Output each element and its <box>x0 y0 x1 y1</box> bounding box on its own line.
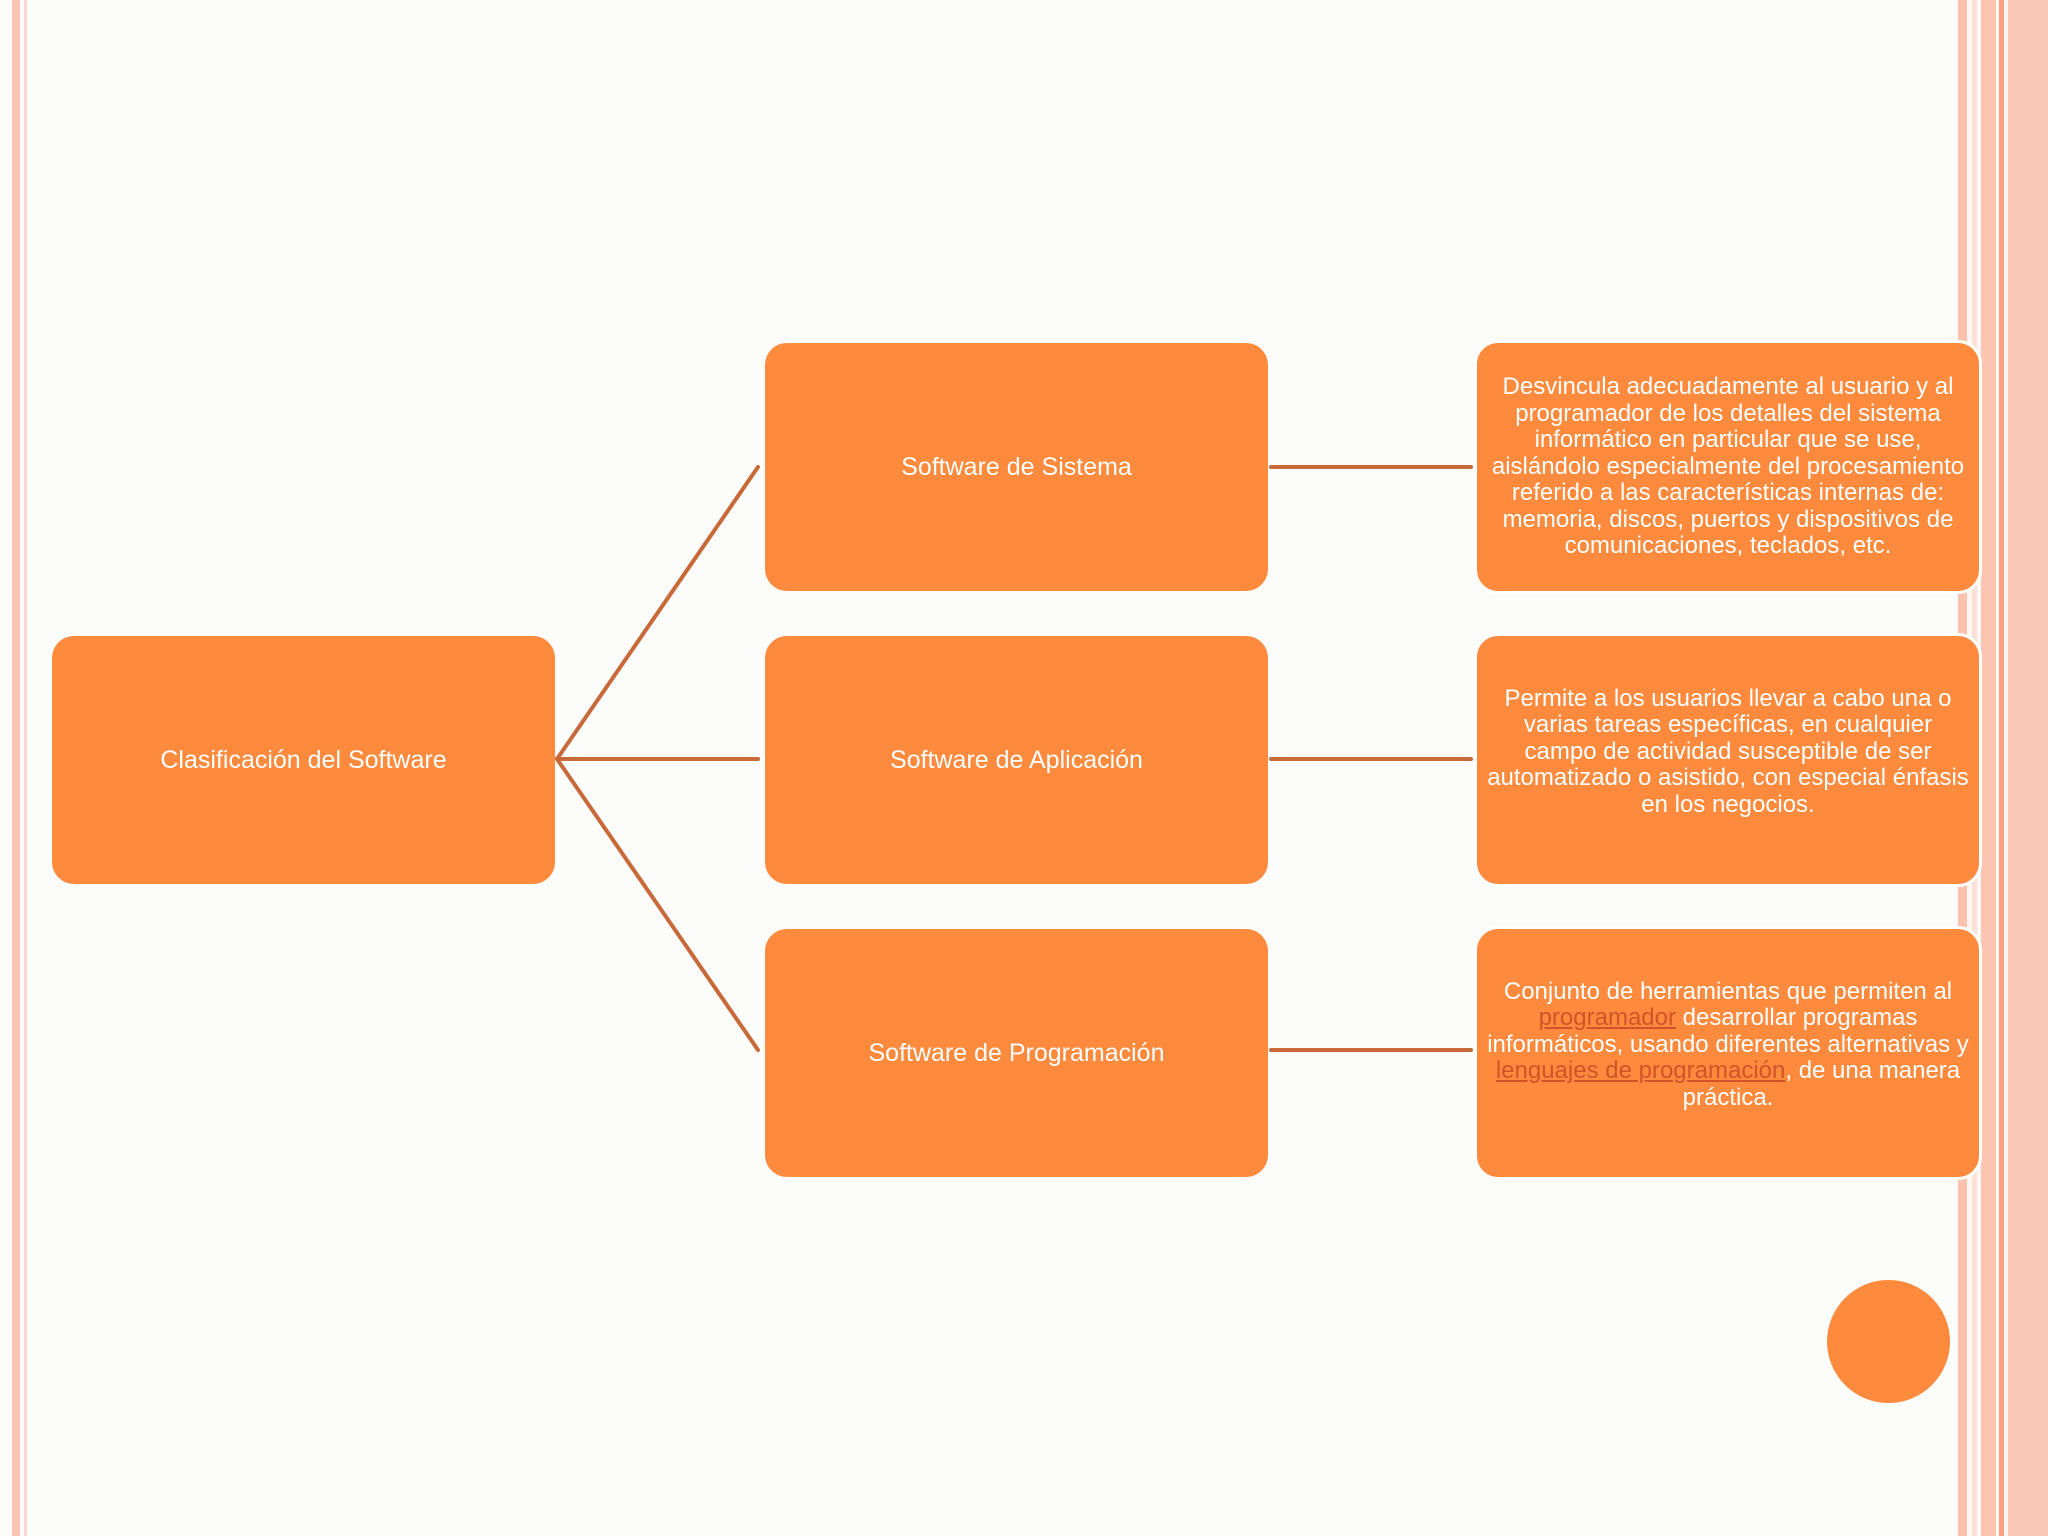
decorative-circle <box>1827 1280 1950 1403</box>
right-border-stripe <box>1981 0 1996 1536</box>
description-text-part: desarrollar programas informáticos, usan… <box>1487 1004 1969 1058</box>
connector-root-to-programacion <box>555 757 760 1052</box>
description-text: Desvincula adecuadamente al usuario y al… <box>1491 373 1965 560</box>
connector-root-to-sistema <box>555 465 760 761</box>
description-text-part: Conjunto de herramientas que permiten al <box>1503 977 1953 1005</box>
left-border-stripe <box>12 0 20 1536</box>
branch-node-label: Software de Sistema <box>901 452 1132 481</box>
branch-node-label: Software de Programación <box>868 1038 1165 1067</box>
root-node-label: Clasificación del Software <box>160 745 447 774</box>
description-node-aplicacion: Permite a los usuarios llevar a cabo una… <box>1474 633 1982 887</box>
branch-node-label: Software de Aplicación <box>890 745 1143 774</box>
description-node-programacion: Conjunto de herramientas que permiten al… <box>1474 926 1982 1180</box>
link-programador[interactable]: programador <box>1538 1004 1676 1032</box>
link-lenguajes-de-programacion[interactable]: lenguajes de programación <box>1495 1057 1786 1085</box>
description-text-part: , de una manera práctica. <box>1682 1057 1961 1111</box>
right-border-stripe <box>2008 0 2048 1536</box>
description-text: Conjunto de herramientas que permiten al… <box>1487 977 1969 1112</box>
branch-node-aplicacion: Software de Aplicación <box>765 636 1268 884</box>
right-border-stripe <box>1999 0 2004 1536</box>
left-border-stripe-thin <box>24 0 27 1536</box>
branch-node-sistema: Software de Sistema <box>765 343 1268 591</box>
description-node-sistema: Desvincula adecuadamente al usuario y al… <box>1474 340 1982 594</box>
branch-node-programacion: Software de Programación <box>765 929 1268 1177</box>
root-node: Clasificación del Software <box>52 636 555 884</box>
description-text: Permite a los usuarios llevar a cabo una… <box>1487 684 1969 818</box>
